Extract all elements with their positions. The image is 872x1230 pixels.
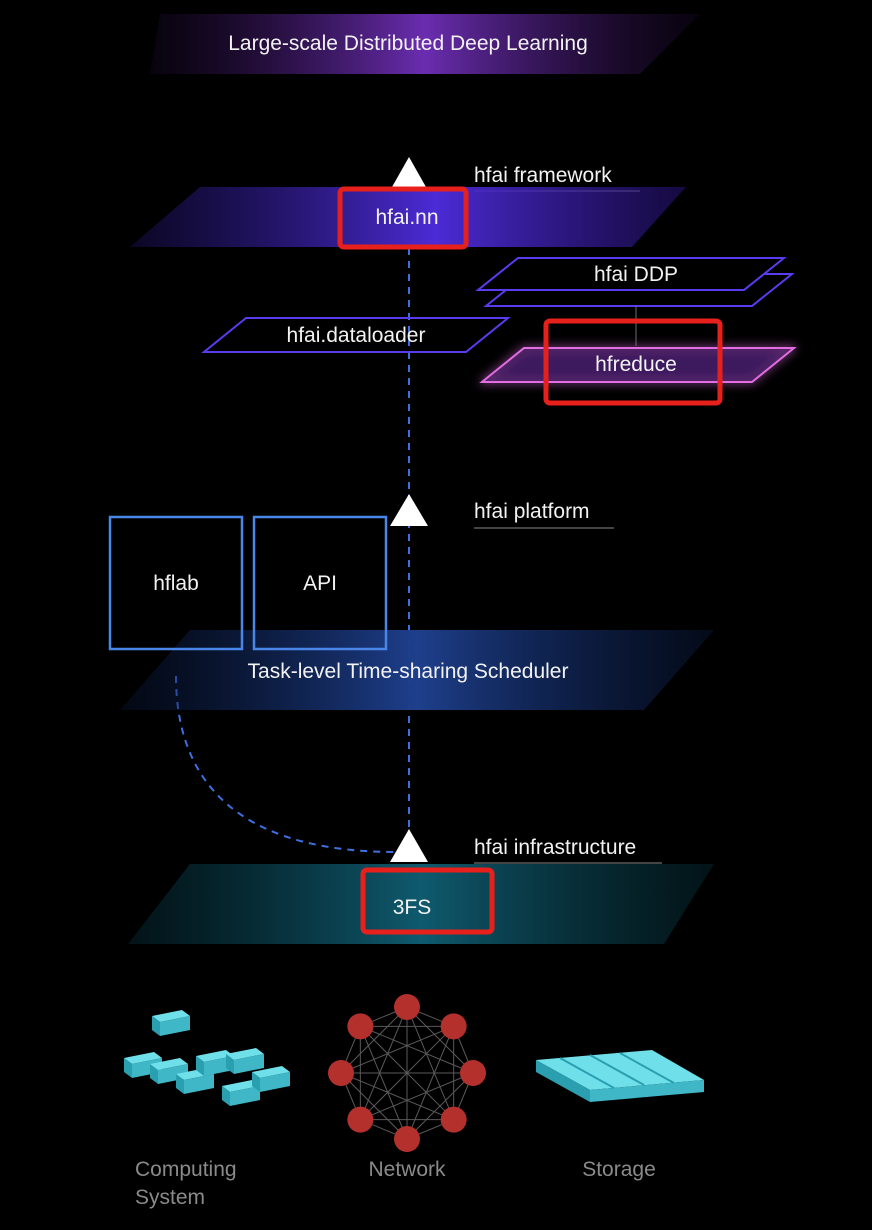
hflab-box[interactable] [108,515,244,651]
framework-band [130,187,686,247]
network-edge [359,1006,408,1120]
curved-connector [175,675,397,853]
framework-layer-label: hfai framework [474,164,612,187]
hfreduce-label: hfreduce [595,353,677,376]
ddp-label: hfai DDP [594,263,678,286]
cube-block [226,1048,264,1074]
storage-groove [589,1054,645,1086]
cube-block [152,1010,190,1036]
cube-block [222,1080,260,1106]
network-edge [340,1072,454,1121]
storage-groove [619,1052,675,1084]
hfai-nn-label: hfai.nn [375,206,438,229]
network-node [347,1013,374,1040]
api-label: API [303,572,337,595]
storage-slab-front [536,1060,590,1102]
title-banner [150,14,700,74]
page-title: Large-scale Distributed Deep Learning [228,32,588,55]
network-label: Network [368,1158,446,1181]
dataloader-plate[interactable] [201,317,511,353]
dataloader-label: hfai.dataloader [287,324,426,347]
infrastructure-layer-label: hfai infrastructure [474,836,636,859]
network-edge [360,1025,474,1074]
triangle-icon [390,829,428,862]
cube-block [252,1066,290,1092]
storage-groove [559,1057,615,1089]
scheduler-label: Task-level Time-sharing Scheduler [248,660,569,683]
computing-system-icon [124,1010,290,1106]
triangle-icon [390,494,428,526]
3fs-label: 3FS [393,896,432,919]
triangle-icon [392,157,426,187]
computing-label-line2: System [135,1186,205,1209]
network-edge [406,1006,455,1120]
hfreduce-plate[interactable] [479,347,797,383]
network-edge [406,1026,455,1140]
network-edge [340,1025,454,1074]
hflab-label: hflab [153,572,199,595]
storage-label: Storage [582,1158,656,1181]
storage-slab-side [590,1080,704,1102]
hfai-nn-highlight[interactable] [337,186,469,250]
hfreduce-highlight[interactable] [543,318,723,406]
computing-label-line1: Computing [135,1158,237,1181]
network-node [440,1106,467,1133]
3fs-highlight[interactable] [360,867,495,935]
network-edge [340,1072,408,1140]
network-node [394,994,420,1020]
network-node [328,1060,354,1086]
network-node [440,1013,467,1040]
api-box[interactable] [252,515,388,651]
ddp-plate-front[interactable] [475,257,787,291]
network-edge [360,1072,474,1121]
storage-slab-top [536,1050,704,1090]
platform-layer-label: hfai platform [474,500,590,523]
network-node [394,1126,420,1152]
network-node [347,1106,374,1133]
infrastructure-band [128,864,714,944]
network-edge [359,1026,408,1140]
network-icon [328,994,486,1152]
storage-icon [536,1050,704,1102]
network-edge [359,1025,455,1121]
network-node [460,1060,486,1086]
